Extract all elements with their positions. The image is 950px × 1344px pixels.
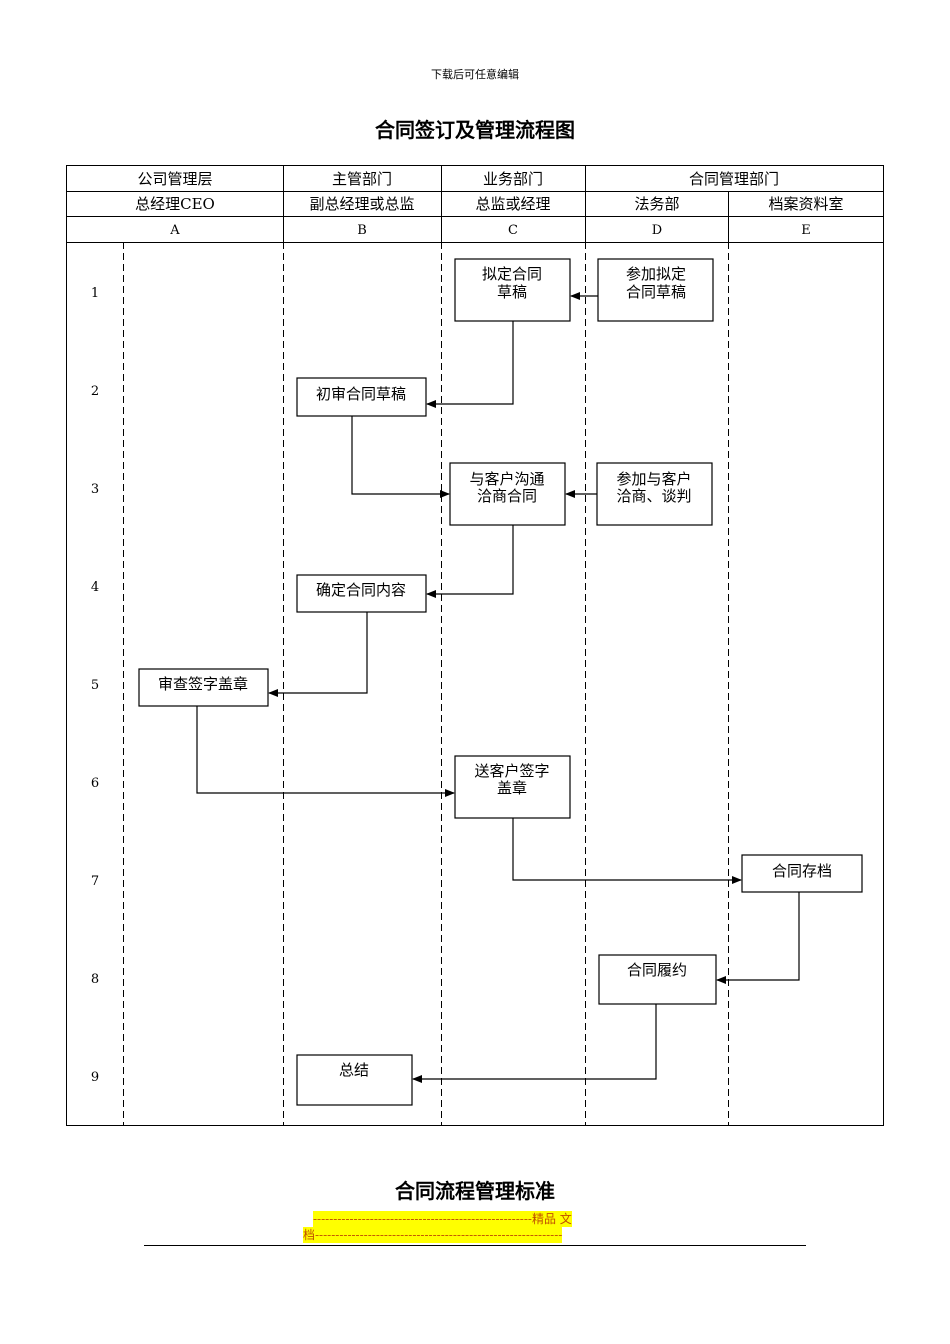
step-box-join-drafting xyxy=(597,258,714,322)
group-label-supervisor: 主管部门 xyxy=(332,170,392,188)
step-text: 合同存档 xyxy=(772,862,832,880)
step-text: 初审合同草稿 xyxy=(316,385,406,403)
column-label-a: A xyxy=(169,223,180,238)
step-text: 参加与客户 xyxy=(616,470,691,488)
step-text: 拟定合同 xyxy=(482,265,542,283)
row-number-9: 9 xyxy=(91,1070,99,1085)
step-box-archive-contract xyxy=(741,854,863,893)
step-text: 确定合同内容 xyxy=(316,581,406,599)
connector-arrow xyxy=(426,525,514,598)
group-label-contract-mgmt: 合同管理部门 xyxy=(689,170,779,188)
step-text: 洽商合同 xyxy=(477,487,537,505)
step-text: 合同草稿 xyxy=(626,283,686,301)
step-text: 审查签字盖章 xyxy=(158,675,248,693)
step-box-negotiate-client xyxy=(449,462,566,526)
row-number-4: 4 xyxy=(91,580,99,595)
role-label-director: 总监或经理 xyxy=(475,195,550,213)
step-box-draft-contract xyxy=(454,258,571,322)
step-box-contract-performance xyxy=(598,954,717,1005)
group-label-business: 业务部门 xyxy=(483,170,543,188)
footer-watermark-line-2: 档---------------------------------------… xyxy=(303,1227,563,1243)
table-frame xyxy=(66,165,884,1126)
footer-divider xyxy=(144,1245,806,1246)
row-number-5: 5 xyxy=(91,678,99,693)
flowchart: 公司管理层 主管部门 业务部门 合同管理部门 总经理CEO 副总经理或总监 总监… xyxy=(66,165,884,1126)
role-label-ceo: 总经理CEO xyxy=(135,195,215,213)
step-text: 合同履约 xyxy=(627,961,687,979)
column-label-b: B xyxy=(357,223,367,238)
step-box-review-sign-seal xyxy=(138,668,269,707)
row-number-6: 6 xyxy=(91,776,99,791)
row-number-1: 1 xyxy=(91,286,99,301)
connector-arrow xyxy=(512,818,742,884)
role-label-legal: 法务部 xyxy=(634,195,679,213)
connector-arrow xyxy=(268,612,368,697)
step-text: 洽商、谈判 xyxy=(616,487,691,505)
step-box-initial-review xyxy=(296,377,427,417)
step-text: 参加拟定 xyxy=(626,265,686,283)
step-text: 总结 xyxy=(339,1061,369,1079)
page-title: 合同签订及管理流程图 xyxy=(375,118,575,142)
row-number-7: 7 xyxy=(91,874,99,889)
header-note: 下载后可任意编辑 xyxy=(431,68,519,81)
footer-watermark-line-1: ----------------------------------------… xyxy=(313,1211,572,1227)
column-label-d: D xyxy=(652,223,662,238)
step-text: 盖章 xyxy=(497,779,527,797)
column-label-c: C xyxy=(508,223,518,238)
role-label-vp: 副总经理或总监 xyxy=(309,195,414,213)
step-box-confirm-content xyxy=(296,574,427,613)
connector-arrow xyxy=(426,321,514,408)
step-box-join-negotiation xyxy=(596,462,713,526)
step-box-send-client-sign xyxy=(454,755,571,819)
row-number-2: 2 xyxy=(91,384,99,399)
group-label-management: 公司管理层 xyxy=(137,170,212,188)
connector-arrow xyxy=(412,1004,657,1083)
column-label-e: E xyxy=(801,223,811,238)
row-number-8: 8 xyxy=(91,972,99,987)
step-box-summary xyxy=(296,1054,413,1106)
connector-arrow xyxy=(196,706,455,797)
connector-arrow xyxy=(351,416,450,498)
step-text: 草稿 xyxy=(497,283,527,301)
role-label-archive: 档案资料室 xyxy=(768,195,843,213)
step-text: 与客户沟通 xyxy=(469,470,544,488)
section-title: 合同流程管理标准 xyxy=(395,1179,555,1203)
connector-arrow xyxy=(716,892,800,984)
step-text: 送客户签字 xyxy=(474,762,549,780)
row-number-3: 3 xyxy=(91,482,99,497)
